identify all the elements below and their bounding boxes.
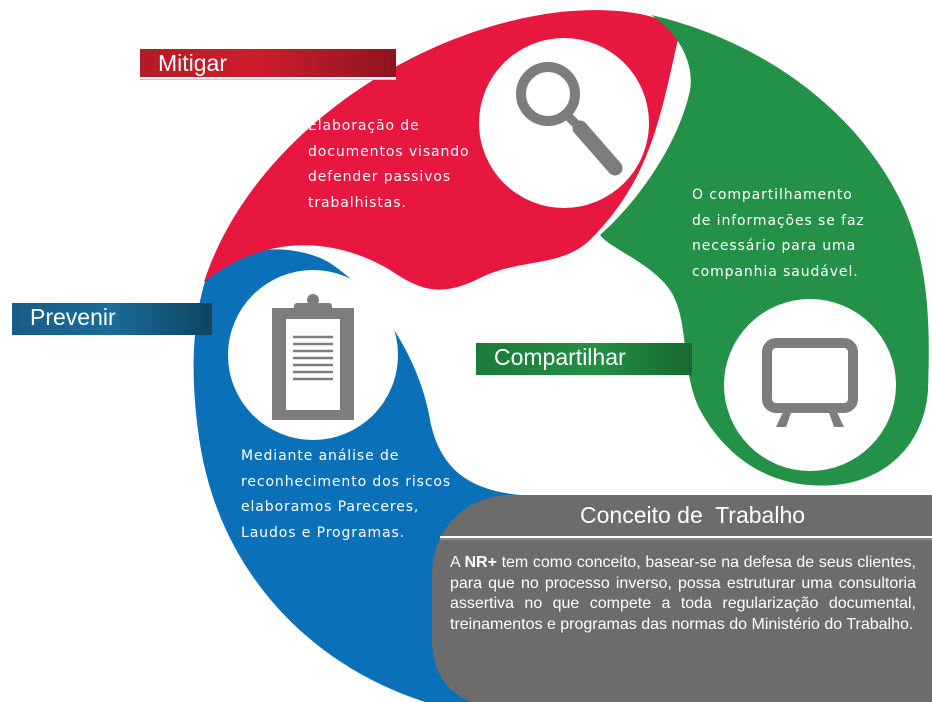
compartilhar-icon-circle [724, 299, 896, 471]
mitigar-icon-circle [479, 38, 649, 208]
description-line: elaboramos Pareceres, [241, 499, 420, 515]
description-line: necessário para uma [692, 238, 857, 254]
concept-title: Conceito de Trabalho [580, 502, 806, 528]
description-line: defender passivos [308, 169, 452, 185]
presentation-board-icon [762, 338, 858, 427]
description-line: Laudos e Programas. [241, 524, 406, 541]
description-line: trabalhistas. [308, 194, 407, 211]
mitigar-label-text: Mitigar [158, 50, 228, 76]
concept-text: tem como conceito, basear-se na defesa d… [450, 554, 916, 633]
description-line: Elaboração de [308, 118, 420, 134]
description-line: de informações se faz [692, 212, 865, 229]
concept-box [432, 495, 932, 702]
brand-name: NR+ [464, 554, 497, 571]
magnifier-icon [516, 62, 623, 176]
prevenir-description: Mediante análise de reconhecimento dos r… [241, 444, 451, 546]
description-line: companhia saudável. [692, 263, 859, 280]
mitigar-label: Mitigar [140, 49, 396, 79]
compartilhar-description: O compartilhamento de informações se faz… [692, 183, 865, 285]
description-line: Mediante análise de [241, 448, 400, 464]
description-line: documentos visando [308, 143, 470, 160]
compartilhar-label: Compartilhar [476, 343, 692, 375]
mitigar-description: Elaboração de documentos visando defende… [308, 114, 470, 216]
concept-body: A NR+ tem como conceito, basear-se na de… [450, 553, 916, 635]
description-line: O compartilhamento [692, 187, 853, 203]
concept-prefix: A [450, 554, 465, 571]
prevenir-label: Prevenir [12, 303, 212, 335]
description-line: reconhecimento dos riscos [241, 473, 452, 490]
compartilhar-label-text: Compartilhar [494, 344, 626, 370]
prevenir-label-text: Prevenir [30, 304, 116, 330]
clipboard-icon [272, 294, 354, 420]
